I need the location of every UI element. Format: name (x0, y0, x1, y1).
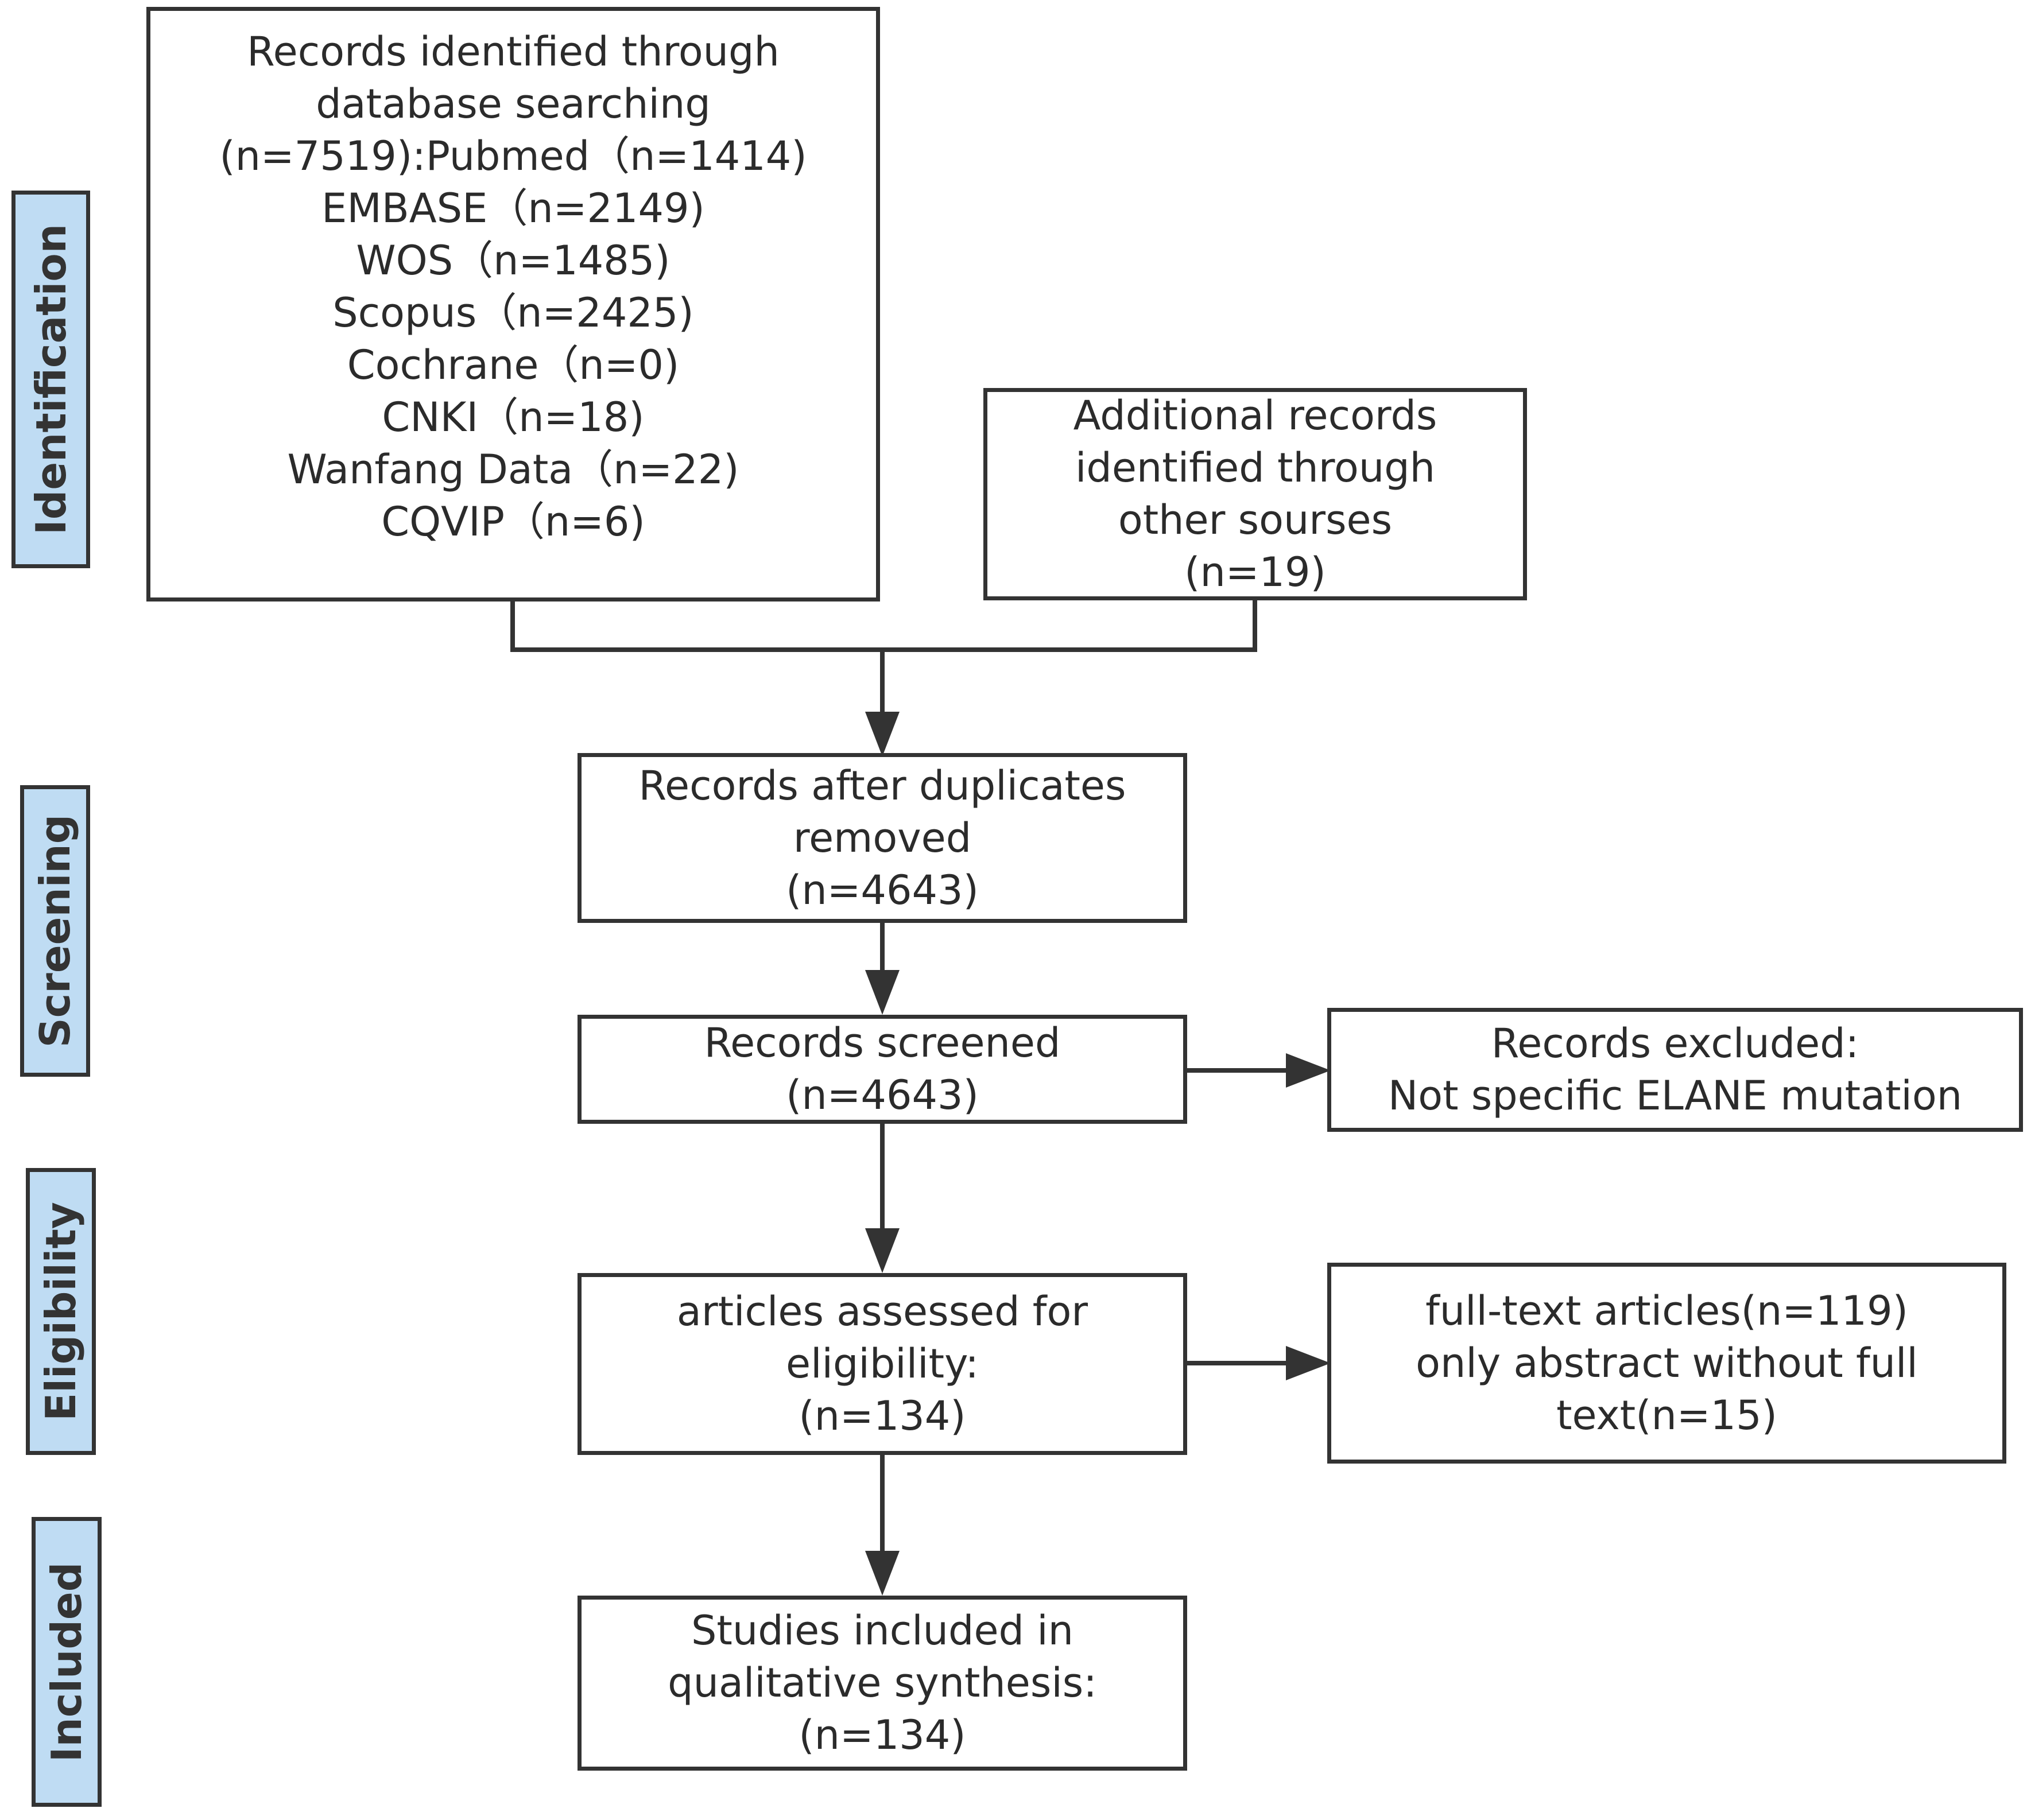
stage-identification: Identification (11, 191, 90, 568)
arrowhead-eligibility (865, 1228, 900, 1273)
database-search-line: Scopus（n=2425) (332, 289, 694, 336)
stage-included-label: Included (42, 1562, 91, 1762)
included-box: Studies included in qualitative synthesi… (578, 1596, 1187, 1771)
database-search-line: (n=7519):Pubmed（n=1414) (219, 133, 807, 180)
eligibility-box: articles assessed for eligibility: (n=13… (578, 1273, 1187, 1455)
excluded-line: Not specific ELANE mutation (1387, 1072, 1963, 1119)
database-search-line: Records identified through (247, 28, 780, 75)
excluded-box: Records excluded: Not specific ELANE mut… (1327, 1008, 2023, 1132)
database-search-line: EMBASE（n=2149) (321, 185, 705, 232)
arrowhead-excluded (1286, 1053, 1331, 1088)
stage-eligibility-label: Eligibility (37, 1202, 85, 1421)
database-search-line: database searching (316, 80, 711, 127)
stage-screening-label: Screening (31, 814, 79, 1048)
arrowhead-screened (865, 970, 900, 1015)
full-text-line: only abstract without full (1416, 1339, 1918, 1387)
database-search-line: WOS（n=1485) (356, 237, 671, 284)
full-text-line: text(n=15) (1556, 1391, 1777, 1439)
database-search-box: Records identified through database sear… (146, 7, 880, 602)
screened-line: Records screened (704, 1019, 1061, 1066)
duplicates-removed-box: Records after duplicates removed (n=4643… (578, 753, 1187, 923)
stage-included: Included (32, 1517, 102, 1807)
full-text-line: full-text articles(n=119) (1425, 1287, 1908, 1334)
database-search-line: Cochrane（n=0) (347, 342, 680, 389)
other-sources-line: Additional records (1073, 392, 1437, 439)
screened-box: Records screened (n=4643) (578, 1015, 1187, 1124)
database-search-line: Wanfang Data（n=22) (287, 446, 739, 493)
merge-bracket (510, 599, 1257, 652)
eligibility-line: (n=134) (799, 1392, 966, 1439)
eligibility-line: eligibility: (786, 1340, 979, 1387)
arrowhead-included (865, 1551, 900, 1596)
eligibility-line: articles assessed for (676, 1288, 1088, 1335)
full-text-box: full-text articles(n=119) only abstract … (1327, 1263, 2006, 1464)
included-line: (n=134) (799, 1712, 966, 1759)
arrowhead-duplicates-removed (865, 712, 900, 756)
database-search-line: CQVIP（n=6) (381, 498, 645, 545)
stage-identification-label: Identification (26, 224, 75, 535)
included-line: Studies included in (691, 1607, 1074, 1654)
other-sources-line: (n=19) (1184, 549, 1326, 596)
other-sources-box: Additional records identified through ot… (983, 388, 1527, 600)
stage-screening: Screening (20, 785, 90, 1077)
excluded-line: Records excluded: (1491, 1020, 1859, 1067)
duplicates-removed-line: removed (793, 814, 972, 862)
other-sources-line: other sourses (1118, 496, 1393, 544)
other-sources-line: identified through (1075, 444, 1436, 491)
screened-line: (n=4643) (786, 1072, 979, 1119)
included-line: qualitative synthesis: (668, 1659, 1097, 1706)
database-search-line: CNKI（n=18) (382, 394, 645, 441)
arrowhead-full-text (1286, 1346, 1331, 1380)
duplicates-removed-line: (n=4643) (786, 866, 979, 914)
stage-eligibility: Eligibility (26, 1168, 96, 1455)
duplicates-removed-line: Records after duplicates (638, 762, 1126, 809)
